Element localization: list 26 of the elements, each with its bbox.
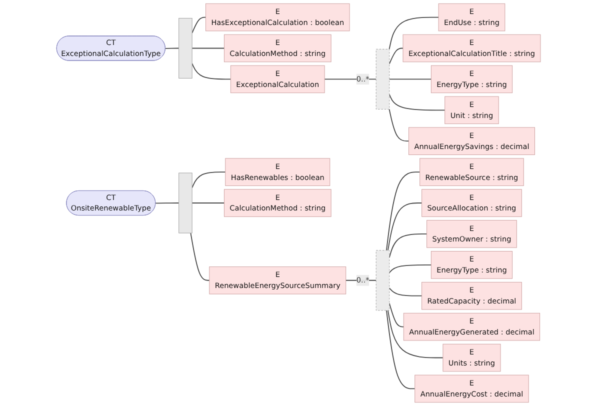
connector xyxy=(192,172,226,188)
node-bar xyxy=(376,48,390,110)
connector xyxy=(190,232,210,281)
connector xyxy=(386,310,416,390)
node-bar xyxy=(178,18,192,79)
connector xyxy=(388,94,446,111)
node-bar xyxy=(376,250,390,311)
connector xyxy=(387,310,444,358)
connector xyxy=(386,172,420,251)
connector xyxy=(388,234,428,258)
connector xyxy=(192,63,232,80)
connector xyxy=(388,264,432,274)
connector xyxy=(192,16,206,34)
connector xyxy=(388,78,432,80)
connector xyxy=(388,16,439,50)
connector xyxy=(388,48,404,64)
connector xyxy=(192,48,225,49)
connector xyxy=(192,202,225,204)
connector xyxy=(387,202,422,251)
connector xyxy=(155,202,180,204)
connector xyxy=(388,108,410,142)
node-bar xyxy=(178,172,192,234)
connector xyxy=(388,288,422,296)
connector xyxy=(388,302,404,328)
connector xyxy=(164,48,180,49)
connector xyxy=(324,78,376,80)
